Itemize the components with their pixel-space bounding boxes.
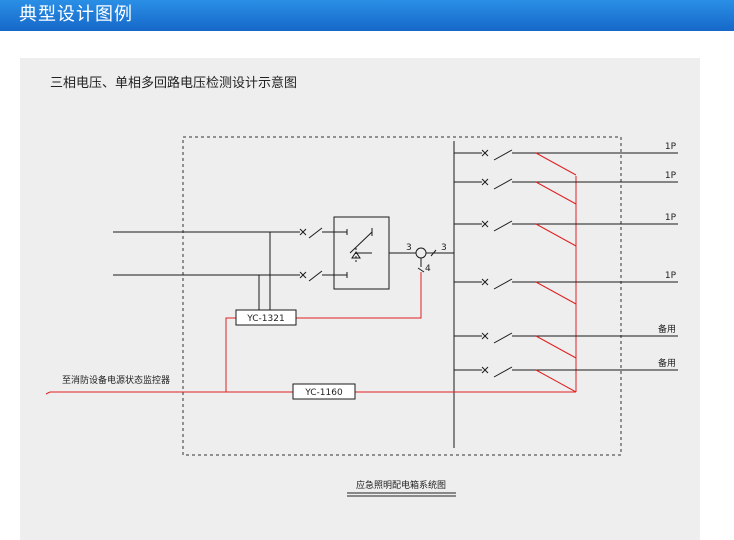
panel-title: 三相电压、单相多回路电压检测设计示意图 (50, 76, 298, 91)
sensor-drop-tick (417, 267, 425, 273)
branch-breaker-x2-2 (481, 178, 489, 186)
branch-output-label-2: 1P (665, 171, 677, 181)
branch-blade-6 (493, 366, 513, 378)
branch-blade-5 (493, 332, 513, 344)
sensor-tick (430, 249, 437, 257)
branch-output-label-1: 1P (665, 142, 677, 152)
input-switch-2 (299, 270, 348, 282)
branch-sense-wire-4 (535, 281, 577, 305)
junction-label-out: 3 (441, 243, 447, 253)
junction-label-in: 3 (406, 243, 412, 253)
branch-output-label-3: 1P (665, 213, 677, 223)
branch-blade-2 (493, 178, 513, 190)
branch-sense-wire-5 (535, 335, 577, 359)
branch-breaker-x2-5 (481, 332, 489, 340)
module-yc1160: YC-1160 (292, 383, 356, 400)
module-yc1160-label: YC-1160 (304, 388, 343, 398)
module-yc1321-label: YC-1321 (246, 314, 284, 324)
distribution-box-boundary (182, 136, 622, 456)
branch-breaker-x2-6 (481, 366, 489, 374)
signal-wiring (45, 176, 577, 395)
module-yc1321: YC-1321 (235, 309, 297, 326)
diagram-panel (20, 58, 700, 540)
transfer-switch-box (333, 216, 390, 290)
branch-sense-wire-3 (535, 223, 577, 247)
diagram-caption: 应急照明配电箱系统图 (356, 479, 446, 491)
header-bar: 典型设计图例 (0, 0, 734, 31)
header-title: 典型设计图例 (19, 4, 133, 25)
branch-breaker-x2-3 (481, 220, 489, 228)
branch-output-label-5: 备用 (658, 323, 676, 335)
branch-blade-3 (493, 220, 513, 232)
input-switch-1 (299, 227, 348, 239)
left-label: 至消防设备电源状态监控器 (62, 374, 170, 386)
junction-label-switch: 4 (425, 264, 431, 274)
sensor-ring (415, 247, 427, 259)
branch-breaker-x2-1 (481, 149, 489, 157)
branch-breaker-x2-4 (481, 278, 489, 286)
branch-output-label-6: 备用 (658, 357, 676, 369)
branch-output-label-4: 1P (665, 271, 677, 281)
branch-blade-1 (493, 149, 513, 161)
branch-blade-4 (493, 278, 513, 290)
branch-sense-wire-1 (535, 152, 577, 176)
branch-sense-wire-2 (535, 181, 577, 205)
branch-sense-wire-6 (535, 369, 577, 393)
